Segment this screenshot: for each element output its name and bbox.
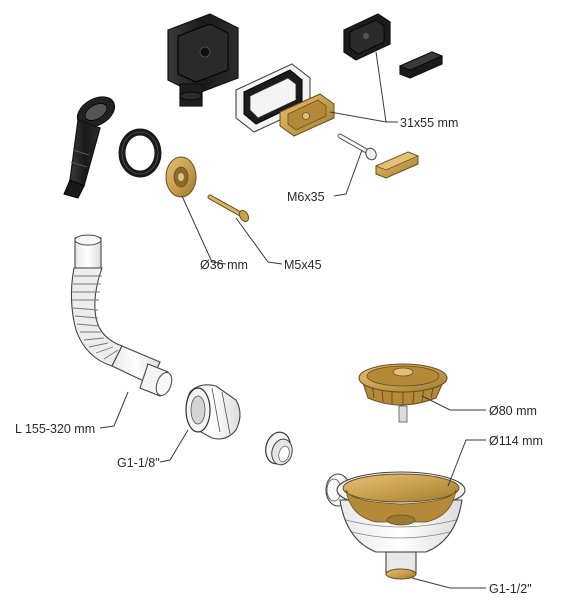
strainer-basket	[358, 363, 448, 423]
label-strainer-diameter: Ø80 mm	[489, 404, 537, 418]
label-nut-thread: G1-1/8"	[117, 456, 160, 470]
washer-brass	[165, 156, 197, 198]
leader-lines	[99, 51, 486, 589]
label-ring-diameter: Ø36 mm	[200, 258, 248, 272]
overflow-plate-black	[343, 13, 391, 61]
cap-brass	[374, 151, 420, 179]
label-screw-m6: M6x35	[287, 190, 325, 204]
union-nut	[185, 384, 241, 440]
label-hose-length: L 155-320 mm	[15, 422, 96, 436]
overflow-housing	[167, 13, 239, 107]
overflow-plate-brass	[279, 93, 335, 137]
label-screw-m5: M5x45	[284, 258, 322, 272]
sealing-ring	[265, 431, 293, 466]
flexible-hose	[70, 234, 173, 397]
drain-bowl	[325, 471, 466, 580]
screw-m6	[337, 133, 377, 161]
overflow-elbow	[63, 96, 116, 199]
screw-m5	[207, 194, 250, 223]
label-outlet-thread: G1-1/2"	[489, 582, 532, 596]
gasket-ring-black	[118, 128, 162, 178]
cap-black	[398, 51, 444, 79]
label-plate-size: 31x55 mm	[400, 116, 459, 130]
overflow-frame	[235, 63, 311, 133]
label-bowl-diameter: Ø114 mm	[489, 434, 543, 448]
